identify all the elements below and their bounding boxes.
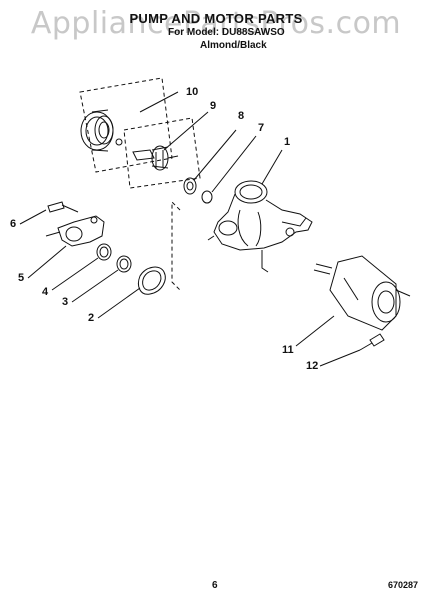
leader-line-10 <box>139 91 179 113</box>
part-11-motor <box>313 255 411 331</box>
leader-line-11 <box>295 315 335 347</box>
document-number: 670287 <box>388 580 419 590</box>
part-5-bracket <box>45 215 105 247</box>
leader-line-8 <box>193 129 237 181</box>
leader-line-6 <box>19 209 47 225</box>
model-line: For Model: DU88SAWSO <box>168 27 285 38</box>
part-7-gasket <box>201 190 213 204</box>
color-line: Almond/Black <box>200 40 267 51</box>
dashed-link-line <box>171 200 181 291</box>
leader-line-2 <box>97 287 141 319</box>
part-9-impeller <box>132 145 179 171</box>
part-2-o-ring <box>137 266 166 295</box>
callout-5: 5 <box>18 272 25 284</box>
part-12-bolt <box>359 333 385 351</box>
leader-line-1 <box>261 149 283 185</box>
callout-6: 6 <box>10 218 17 230</box>
part-3-seal <box>116 255 132 273</box>
leader-line-4 <box>51 257 99 291</box>
callout-9: 9 <box>210 100 217 112</box>
part-10-seal-assembly <box>80 109 123 152</box>
part-4-ring <box>96 243 112 261</box>
part-6-screw <box>47 201 79 213</box>
callout-1: 1 <box>284 136 291 148</box>
watermark-text: AppliancePartsPros.com <box>30 6 402 41</box>
callout-3: 3 <box>62 296 69 308</box>
callout-2: 2 <box>88 312 95 324</box>
callout-10: 10 <box>186 86 199 98</box>
leader-line-5 <box>27 245 67 279</box>
callout-7: 7 <box>258 122 265 134</box>
diagram-title: PUMP AND MOTOR PARTS <box>129 11 303 26</box>
leader-line-12 <box>319 349 361 367</box>
callout-4: 4 <box>42 286 49 298</box>
part-1-pump-housing <box>207 180 313 273</box>
callout-12: 12 <box>306 360 319 372</box>
leader-line-7 <box>211 135 257 193</box>
page-number: 6 <box>212 580 218 591</box>
dashed-box-9 <box>123 117 201 189</box>
callout-8: 8 <box>238 110 245 122</box>
dashed-box-10 <box>79 77 173 173</box>
leader-line-9 <box>163 111 209 151</box>
callout-11: 11 <box>282 344 294 356</box>
leader-line-3 <box>71 269 119 303</box>
part-8-washer <box>183 177 197 195</box>
